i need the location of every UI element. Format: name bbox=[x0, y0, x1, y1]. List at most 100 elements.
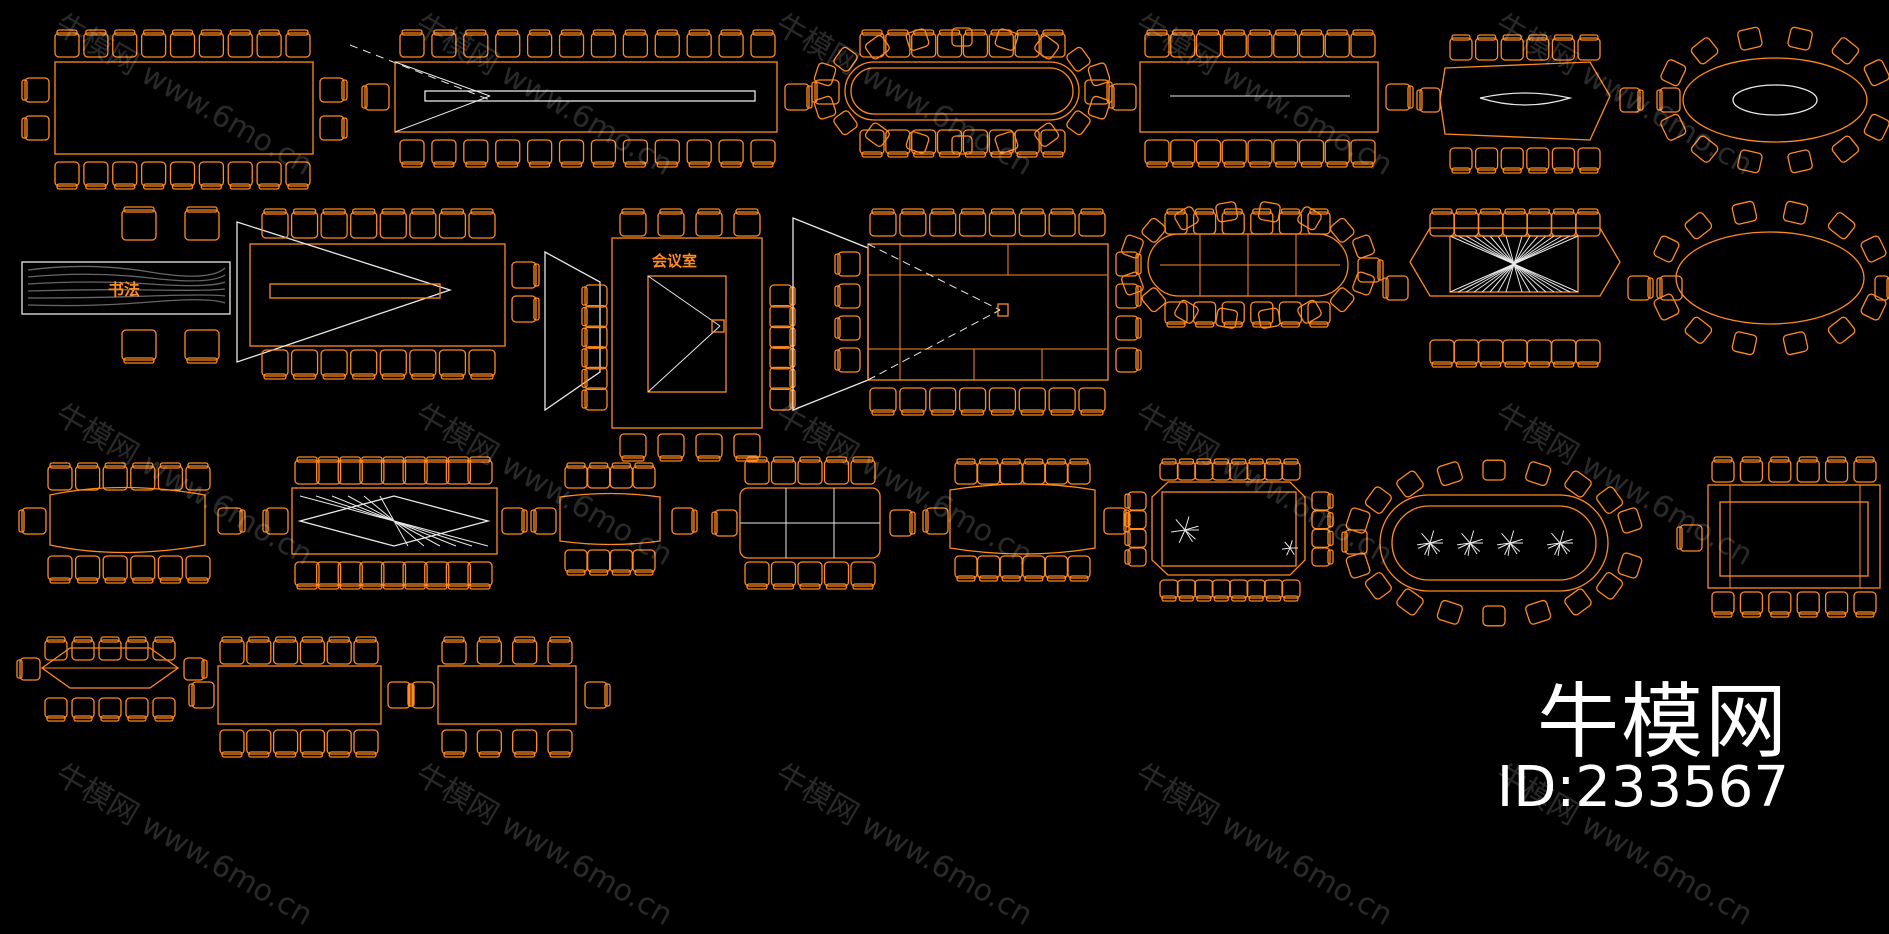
chair bbox=[495, 32, 521, 58]
chair-back bbox=[1042, 151, 1064, 158]
chair bbox=[1263, 461, 1284, 481]
chair bbox=[445, 561, 472, 587]
chair bbox=[1066, 46, 1091, 72]
plant-leaf bbox=[1497, 542, 1511, 549]
chair-back bbox=[1135, 349, 1142, 371]
table-top bbox=[249, 243, 506, 347]
chair bbox=[994, 131, 1019, 154]
chair bbox=[813, 62, 837, 87]
chair bbox=[1787, 149, 1813, 174]
chair-back bbox=[697, 455, 721, 462]
chair bbox=[140, 32, 167, 58]
chair-back bbox=[1124, 493, 1131, 509]
chair bbox=[695, 211, 723, 237]
chair bbox=[1577, 37, 1601, 61]
chair bbox=[1194, 461, 1214, 481]
chair bbox=[584, 284, 608, 308]
parquet-line bbox=[1465, 263, 1515, 293]
chair-back bbox=[861, 151, 883, 158]
chair bbox=[320, 349, 348, 377]
chair-back bbox=[201, 659, 208, 679]
chair bbox=[98, 697, 122, 719]
parquet-line bbox=[1513, 235, 1563, 265]
chair-back bbox=[404, 583, 426, 590]
chair bbox=[1345, 507, 1371, 534]
plant-leaf bbox=[1429, 542, 1438, 555]
chair bbox=[1144, 139, 1170, 165]
chair-back bbox=[465, 29, 487, 36]
chair bbox=[272, 729, 299, 755]
chair-back bbox=[443, 636, 465, 643]
chair bbox=[526, 139, 553, 165]
chair-back bbox=[1528, 167, 1548, 174]
chair bbox=[584, 387, 608, 411]
chair-back bbox=[21, 117, 28, 139]
chair bbox=[1298, 32, 1325, 58]
chair bbox=[632, 465, 656, 489]
chair bbox=[256, 32, 282, 58]
chair-back bbox=[1197, 29, 1220, 36]
chair bbox=[364, 83, 390, 111]
chair bbox=[353, 729, 379, 755]
plant-leaf bbox=[1504, 542, 1511, 556]
chair bbox=[837, 251, 861, 277]
plant-leaf bbox=[1417, 542, 1431, 549]
chair-back bbox=[1502, 34, 1522, 41]
chair-back bbox=[1656, 277, 1663, 299]
plant-leaf bbox=[1551, 532, 1561, 544]
chair bbox=[1215, 201, 1239, 223]
chair-back bbox=[1377, 259, 1384, 281]
chair bbox=[769, 304, 793, 329]
chair-back bbox=[229, 183, 251, 190]
wood-grain bbox=[27, 299, 226, 307]
chair-back bbox=[76, 577, 99, 584]
chair-back bbox=[621, 208, 645, 215]
chair bbox=[112, 32, 138, 58]
chair bbox=[130, 555, 156, 581]
chair bbox=[769, 346, 793, 370]
chair bbox=[869, 211, 897, 237]
chair-back bbox=[49, 577, 71, 584]
plant-leaf bbox=[1509, 530, 1515, 544]
plant-leaf bbox=[1178, 529, 1186, 543]
chair bbox=[823, 561, 850, 587]
plant-leaf bbox=[1501, 532, 1511, 544]
table-top bbox=[1139, 61, 1379, 133]
chair-back bbox=[697, 208, 721, 215]
chair bbox=[911, 129, 937, 155]
chair bbox=[962, 32, 989, 58]
chair bbox=[399, 139, 425, 165]
chair bbox=[320, 211, 348, 239]
chair bbox=[850, 561, 876, 587]
chair-back bbox=[1280, 208, 1301, 215]
chair-back bbox=[317, 583, 340, 590]
chair bbox=[350, 349, 378, 377]
chair-back bbox=[1223, 208, 1243, 215]
chair bbox=[299, 729, 326, 755]
chair bbox=[1739, 591, 1764, 615]
chair bbox=[929, 387, 957, 413]
chair-back bbox=[1826, 611, 1847, 618]
chair-back bbox=[46, 636, 66, 643]
chair bbox=[1040, 129, 1066, 155]
chair-back bbox=[1178, 458, 1195, 465]
chair bbox=[1737, 149, 1763, 174]
chair-back bbox=[1579, 167, 1599, 174]
chair bbox=[976, 461, 1001, 485]
chair bbox=[885, 32, 911, 58]
chair bbox=[609, 465, 633, 489]
chair bbox=[1141, 217, 1167, 243]
plant-leaf bbox=[1457, 542, 1471, 546]
chair bbox=[424, 459, 450, 485]
chair bbox=[1364, 486, 1392, 514]
chair-back bbox=[433, 161, 455, 168]
parquet-line bbox=[299, 495, 395, 522]
chair bbox=[44, 697, 68, 719]
parquet-line bbox=[331, 495, 395, 522]
chair bbox=[1229, 461, 1249, 481]
chair bbox=[671, 507, 695, 535]
chair-back bbox=[1166, 321, 1186, 328]
chair bbox=[468, 211, 496, 239]
parquet-line bbox=[393, 520, 425, 547]
parquet-line bbox=[1505, 235, 1515, 265]
